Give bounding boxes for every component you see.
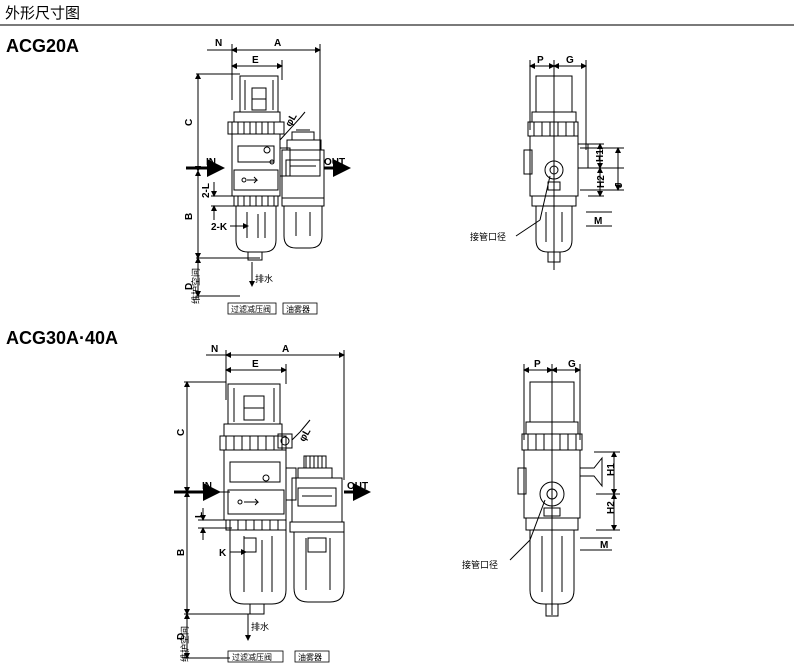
- tag-lubricator: 油雾器: [286, 304, 310, 314]
- dim-2k: 2-K: [211, 222, 228, 233]
- dim-p: P: [537, 55, 544, 66]
- label-port-size: 接管口径: [470, 231, 506, 243]
- dim-l: L: [194, 512, 205, 518]
- dim-n: N: [215, 38, 222, 49]
- dim-c: C: [184, 119, 195, 126]
- dim-k: K: [219, 548, 227, 559]
- acg20a-front-view: [186, 44, 351, 297]
- acg30a-side-view: [509, 364, 620, 617]
- dim-a: A: [282, 344, 289, 355]
- dim-h1: H1: [606, 463, 617, 476]
- dim-d: D: [176, 633, 187, 640]
- label-drain: 排水: [255, 273, 273, 285]
- dim-g: G: [568, 359, 576, 370]
- label-in: IN: [206, 157, 216, 168]
- dim-m: M: [594, 216, 602, 227]
- model-title-acg20a: ACG20A: [6, 36, 80, 56]
- dim-h2: H2: [606, 501, 617, 514]
- dim-j: J: [614, 182, 625, 188]
- dim-phil: φL: [297, 427, 313, 444]
- dim-a: A: [274, 38, 281, 49]
- label-out: OUT: [347, 481, 368, 492]
- acg30a-side-labels: P G H1 H2 M 接管口径: [462, 359, 617, 571]
- header-rule: [0, 24, 794, 26]
- acg20a-side-labels: P G H1 H2 J M 接管口径: [470, 55, 625, 243]
- dim-c: C: [176, 429, 187, 436]
- acg20a-side-view: [515, 60, 624, 270]
- dim-h2: H2: [596, 175, 607, 188]
- dim-2l: 2-L: [201, 183, 212, 198]
- dim-n: N: [211, 344, 218, 355]
- tag-lubricator: 油雾器: [298, 652, 322, 662]
- acg30a-front-view: [174, 350, 371, 659]
- dim-b: B: [184, 213, 195, 220]
- label-in: IN: [202, 481, 212, 492]
- dim-d: D: [184, 283, 195, 290]
- label-maint: 维护空间: [190, 268, 202, 304]
- acg30a-front-labels: N A E C B D L K φL IN OUT 排水 维护空间 过滤减压阀 …: [176, 344, 368, 663]
- label-maint: 维护空间: [179, 626, 191, 662]
- dim-p: P: [534, 359, 541, 370]
- label-drain: 排水: [251, 621, 269, 633]
- dim-e: E: [252, 359, 259, 370]
- dim-b: B: [176, 549, 187, 556]
- dim-m: M: [600, 540, 608, 551]
- label-port-size: 接管口径: [462, 559, 498, 571]
- dim-e: E: [252, 55, 259, 66]
- tag-filter-regulator: 过滤减压阀: [231, 304, 271, 314]
- tag-filter-regulator: 过滤减压阀: [232, 652, 272, 662]
- dim-g: G: [566, 55, 574, 66]
- dim-h1: H1: [595, 149, 606, 162]
- section-title: 外形尺寸图: [5, 5, 81, 22]
- label-out: OUT: [324, 157, 345, 168]
- dim-phil: φL: [284, 112, 300, 129]
- model-title-acg30a-40a: ACG30A·40A: [6, 328, 119, 348]
- section-header: 外形尺寸图: [0, 0, 794, 26]
- acg20a-front-labels: N A E C B D 2-L 2-K φL IN OUT 排水 维护空间 过滤…: [184, 38, 345, 315]
